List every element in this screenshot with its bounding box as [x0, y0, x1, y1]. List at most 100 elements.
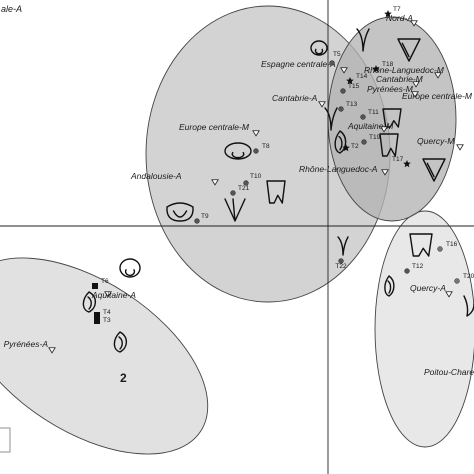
site-dot-marker — [243, 180, 249, 186]
centroid-label: Pyrénées-A — [4, 339, 49, 349]
group-ellipse-4 — [327, 16, 457, 222]
axis-number-label: 2 — [120, 371, 127, 385]
centroid-triangle-marker — [211, 179, 219, 186]
centroid-label: Nord-A — [386, 13, 413, 23]
site-dot-marker — [360, 114, 366, 120]
site-square-marker — [94, 312, 100, 318]
bottom-left-tab — [0, 427, 11, 453]
centroid-triangle-marker — [411, 91, 419, 98]
artifact-shape-blade — [113, 331, 128, 353]
artifact-shape-hook — [463, 295, 474, 317]
site-star-marker — [403, 160, 411, 168]
centroid-label: Rhône-Languedoc-A — [299, 164, 378, 174]
centroid-triangle-marker — [445, 291, 453, 298]
artifact-shape-vee — [224, 198, 246, 222]
site-star-marker — [384, 10, 392, 18]
artifact-shape-ring — [119, 258, 141, 278]
site-dot-marker — [338, 258, 344, 264]
centroid-label: Quercy-M — [417, 136, 455, 146]
site-dot-marker — [361, 139, 367, 145]
centroid-label: Europe centrale-M — [402, 91, 473, 101]
centroid-label: Pyrénées-M — [367, 84, 414, 94]
centroid-label: Europe centrale-M — [179, 122, 250, 132]
site-dot-marker — [253, 148, 259, 154]
site-id-label: T20 — [463, 273, 474, 280]
site-id-label: T17 — [392, 156, 404, 163]
site-id-label: T13 — [346, 101, 358, 108]
artifact-shape-ring — [310, 40, 328, 56]
artifact-shapes — [82, 28, 474, 353]
site-id-label: T22 — [335, 263, 347, 270]
site-id-label: T4 — [103, 309, 111, 316]
site-id-label: T6 — [101, 278, 109, 285]
artifact-shape-spike — [356, 28, 370, 52]
site-dot-marker — [338, 106, 344, 112]
centroid-triangle-marker — [48, 347, 56, 354]
site-id-label: T15 — [348, 83, 360, 90]
site-id-label: T16 — [446, 241, 458, 248]
site-dot-marker — [404, 268, 410, 274]
centroid-triangle-marker — [318, 101, 326, 108]
artifact-shape-cup — [409, 233, 433, 257]
centroid-label: Quercy-A — [410, 283, 446, 293]
site-dot-marker — [437, 246, 443, 252]
centroid-triangle-marker — [412, 81, 420, 88]
centroid-label: Cantabrie-A — [272, 93, 318, 103]
centroid-label: Rhône-Languedoc-M — [364, 65, 445, 75]
site-star-marker — [342, 144, 350, 152]
site-id-label: T11 — [368, 109, 379, 116]
centroid-triangle-marker — [104, 291, 112, 298]
site-square-marker — [94, 318, 100, 324]
group-ellipse-3 — [374, 210, 474, 448]
artifact-shape-blade — [384, 275, 395, 297]
centroid-label: Andalousie-A — [130, 171, 182, 181]
site-dot-marker — [194, 218, 200, 224]
top-left-caption: ale-A — [1, 4, 22, 14]
site-id-label: T14 — [356, 73, 368, 80]
centroid-triangle-marker — [434, 72, 442, 79]
centroid-triangle-marker — [410, 20, 418, 27]
site-dot-marker — [340, 88, 346, 94]
site-id-label: T10 — [250, 173, 262, 180]
site-id-label: T7 — [393, 6, 401, 13]
site-id-label: T9 — [201, 213, 209, 220]
site-dot-marker — [329, 60, 335, 66]
centroid-triangle-marker — [252, 130, 260, 137]
artifact-shape-blade — [82, 291, 97, 313]
artifact-shape-blade — [334, 130, 347, 154]
artifact-shape-fan — [422, 158, 446, 182]
centroid-label: Cantabrie-M — [376, 74, 424, 84]
site-id-label: T21 — [238, 185, 250, 192]
group-ellipse-1 — [0, 257, 209, 455]
site-star-marker — [372, 65, 380, 73]
site-id-label: T19 — [369, 134, 381, 141]
artifact-shape-spike — [337, 236, 349, 256]
centroid-triangle-marker — [340, 67, 348, 74]
site-dot-marker — [454, 278, 460, 284]
centroid-label: Espagne centrale-A — [261, 59, 336, 69]
artifact-shape-spike — [324, 107, 338, 131]
artifact-shape-cup — [379, 133, 399, 157]
artifact-shape-cup — [266, 180, 286, 204]
centroid-triangle-marker — [381, 169, 389, 176]
centroid-markers: Pyrénées-A Aquitaine-A Poitou-Charentes Que… — [4, 13, 474, 377]
centroid-label: Poitou-Charentes — [424, 367, 474, 377]
centroid-label: Aquitaine-A — [91, 290, 136, 300]
artifact-shape-ring — [224, 142, 252, 160]
site-square-marker — [92, 283, 98, 289]
centroid-triangle-marker — [456, 144, 464, 151]
site-star-marker — [346, 77, 354, 85]
artifact-shape-crown — [166, 202, 194, 222]
centroid-triangle-marker — [380, 126, 388, 133]
site-id-label: T8 — [262, 143, 270, 150]
site-dot-marker — [230, 190, 236, 196]
site-id-label: T2 — [351, 143, 359, 150]
artifact-shape-fan — [397, 38, 421, 62]
site-id-label: T3 — [103, 317, 111, 324]
centroid-label: Aquitaine-M — [347, 121, 394, 131]
site-id-label: T18 — [382, 61, 394, 68]
